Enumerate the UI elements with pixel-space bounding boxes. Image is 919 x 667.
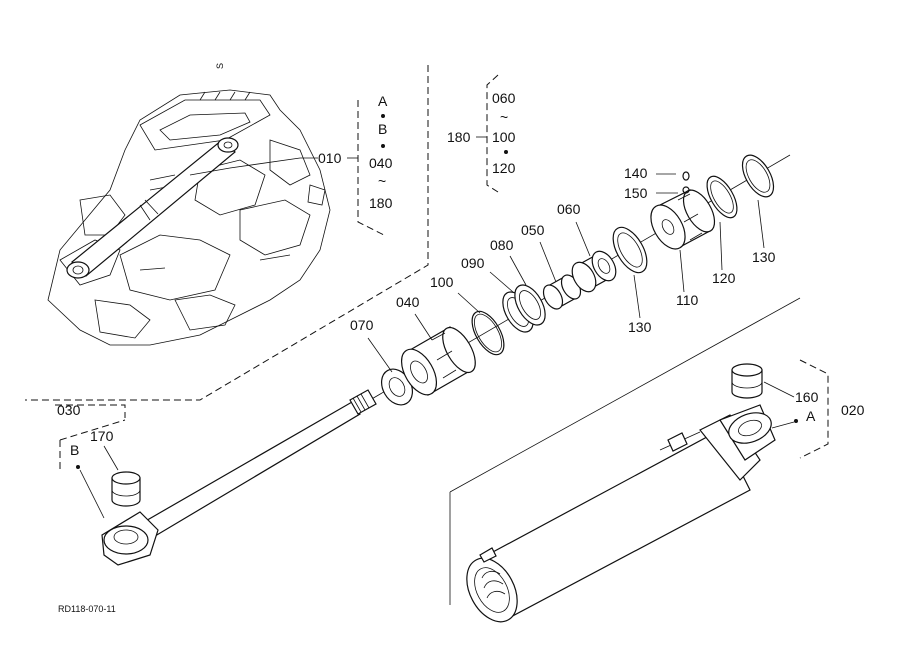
- part-label-170: 170: [90, 428, 114, 444]
- part-170-bushing: [111, 471, 141, 507]
- group-010-line-a: A: [378, 93, 388, 109]
- part-label-150: 150: [624, 185, 648, 201]
- part-150-small-ring: [682, 186, 690, 194]
- group-010-line-b: B: [378, 121, 387, 137]
- part-label-040: 040: [396, 294, 420, 310]
- divider-vertical: [25, 65, 429, 401]
- group-020-bracket: [799, 359, 829, 459]
- part-020-cylinder-tube: [466, 404, 776, 623]
- part-label-020: 020: [841, 402, 865, 418]
- group-010-tilde: ~: [378, 173, 386, 189]
- part-label-010: 010: [318, 150, 342, 166]
- part-130-backup-ring-a: [612, 226, 648, 274]
- part-100-o-ring: [471, 310, 505, 356]
- part-label-100: 100: [430, 274, 454, 290]
- part-label-060: 060: [557, 201, 581, 217]
- part-110-piston: [650, 189, 716, 250]
- group-180-line-100: 100: [492, 129, 516, 145]
- part-label-160: 160: [795, 389, 819, 405]
- group-010-line-040: 040: [369, 155, 393, 171]
- part-120-seal-ring: [706, 175, 738, 219]
- group-010-contents: A B 040 ~ 180: [369, 93, 393, 211]
- part-label-050: 050: [521, 222, 545, 238]
- part-060-piston-seal: [571, 250, 617, 293]
- part-label-030: 030: [57, 402, 81, 418]
- drawing-reference-code: RD118-070-11: [58, 604, 116, 614]
- group-180-line-060: 060: [492, 90, 516, 106]
- part-label-090: 090: [461, 255, 485, 271]
- part-140-ball: [682, 171, 690, 181]
- part-label-070: 070: [350, 317, 374, 333]
- corner-mark: S: [215, 63, 225, 69]
- part-160-bushing: [731, 363, 763, 399]
- part-040-gland: [400, 326, 476, 396]
- reference-a: A: [806, 408, 816, 424]
- part-label-080: 080: [490, 237, 514, 253]
- group-180-line-120: 120: [492, 160, 516, 176]
- group-180-head: 180: [447, 129, 471, 145]
- group-180-tilde: ~: [500, 109, 508, 125]
- tractor-overview-illustration: [47, 89, 331, 346]
- group-030-bracket: [55, 404, 126, 470]
- part-030-piston-rod: [101, 389, 377, 566]
- part-label-110: 110: [676, 292, 699, 308]
- part-label-140: 140: [624, 165, 648, 181]
- cylinder-boundary-line: [449, 297, 801, 493]
- part-080-ring: [514, 284, 546, 326]
- part-label-120: 120: [712, 270, 736, 286]
- part-label-130-b: 130: [752, 249, 776, 265]
- reference-b: B: [70, 442, 79, 458]
- group-180-contents: 180 060 ~ 100 120: [447, 74, 516, 193]
- part-label-130-a: 130: [628, 319, 652, 335]
- group-010-line-180: 180: [369, 195, 393, 211]
- part-130-backup-ring-b: [741, 154, 775, 198]
